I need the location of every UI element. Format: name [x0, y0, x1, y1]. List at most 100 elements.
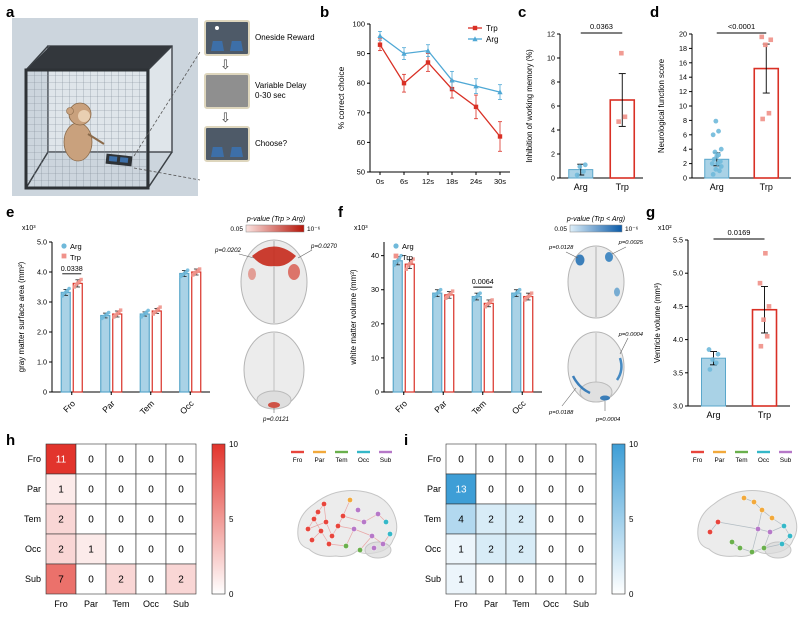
svg-text:4.0: 4.0	[673, 335, 683, 344]
svg-text:Tem: Tem	[138, 398, 156, 416]
pvalue-annotation: p=0.0270	[310, 243, 338, 250]
svg-text:0: 0	[148, 485, 154, 496]
svg-text:Fro: Fro	[61, 398, 77, 414]
brain-maps-gray-matter: p-value (Trp > Arg) 0.05 10⁻⁶ p=0.0202 p…	[214, 216, 338, 423]
screen-icon	[230, 41, 243, 51]
pvalue-colorbar	[569, 224, 623, 233]
svg-text:2: 2	[488, 545, 494, 556]
callout-line-top	[133, 51, 201, 157]
svg-text:30: 30	[371, 285, 379, 294]
cage-top-slab	[26, 46, 172, 70]
svg-text:6s: 6s	[400, 177, 408, 186]
svg-text:24s: 24s	[470, 177, 482, 186]
brain-axial-top-view	[238, 239, 313, 325]
svg-text:0: 0	[375, 388, 379, 397]
svg-text:Fro: Fro	[454, 599, 468, 609]
brain-axial-bottom-view	[243, 331, 305, 413]
svg-text:0: 0	[88, 485, 94, 496]
svg-text:Fro: Fro	[428, 454, 442, 464]
svg-text:3.0: 3.0	[673, 402, 683, 411]
svg-text:Sub: Sub	[380, 457, 392, 464]
svg-text:1.0: 1.0	[37, 358, 47, 367]
svg-text:0: 0	[178, 455, 184, 466]
svg-text:Arg: Arg	[402, 242, 414, 251]
colorbar-min-label: 0.05	[230, 226, 243, 233]
svg-text:6: 6	[551, 102, 555, 111]
reward-dot-icon	[215, 26, 219, 30]
panel-g-label: g	[646, 204, 656, 221]
svg-text:0: 0	[88, 455, 94, 466]
svg-text:4: 4	[551, 126, 555, 135]
svg-text:16: 16	[679, 58, 687, 67]
svg-text:x10³: x10³	[22, 225, 36, 232]
svg-text:4.0: 4.0	[37, 268, 47, 277]
svg-text:0: 0	[578, 455, 584, 466]
svg-text:Trp: Trp	[486, 24, 498, 33]
pvalue-annotation: p=0.0004	[618, 332, 643, 338]
panel-d-label: d	[650, 4, 660, 21]
svg-text:14: 14	[679, 73, 687, 82]
svg-text:Fro: Fro	[393, 398, 409, 414]
svg-text:0: 0	[548, 545, 554, 556]
svg-text:Trp: Trp	[70, 253, 81, 262]
svg-text:2: 2	[58, 545, 64, 556]
monkey-cage-illustration	[12, 18, 201, 196]
pvalue-colorbar	[245, 224, 305, 233]
svg-text:0: 0	[518, 485, 524, 496]
task-step-choose: Choose?	[204, 126, 287, 162]
svg-text:3.5: 3.5	[673, 368, 683, 377]
svg-text:Tem: Tem	[424, 514, 441, 524]
svg-text:Occ: Occ	[25, 544, 42, 554]
svg-text:80: 80	[357, 79, 365, 88]
svg-text:0: 0	[118, 455, 124, 466]
callout-line-bottom	[133, 167, 201, 181]
svg-text:10: 10	[629, 440, 638, 449]
svg-text:2: 2	[178, 575, 184, 586]
svg-text:4: 4	[683, 145, 687, 154]
brain-inferior-view	[561, 331, 629, 411]
pvalue-annotation: p=0.0128	[548, 245, 574, 251]
svg-text:10: 10	[371, 353, 379, 362]
svg-text:2: 2	[518, 545, 524, 556]
svg-text:Par: Par	[427, 484, 441, 494]
svg-text:2: 2	[488, 515, 494, 526]
svg-text:Neurological function score: Neurological function score	[657, 59, 666, 153]
svg-text:18s: 18s	[446, 177, 458, 186]
svg-text:1: 1	[58, 485, 64, 496]
variable-delay-icon	[204, 73, 250, 109]
svg-text:5: 5	[229, 515, 234, 524]
svg-text:0: 0	[548, 515, 554, 526]
svg-text:0: 0	[629, 590, 634, 599]
task-sequence: Oneside Reward ⇩ Variable Delay 0-30 sec…	[204, 20, 316, 162]
svg-text:0: 0	[683, 174, 687, 183]
svg-text:0: 0	[458, 455, 464, 466]
svg-text:x10³: x10³	[354, 225, 368, 232]
svg-text:12s: 12s	[422, 177, 434, 186]
svg-text:10: 10	[229, 440, 238, 449]
svg-text:Occ: Occ	[178, 398, 196, 416]
svg-text:70: 70	[357, 108, 365, 117]
task-step-label-line1: Variable Delay	[255, 81, 307, 91]
svg-text:Par: Par	[715, 457, 726, 464]
svg-text:40: 40	[371, 251, 379, 260]
svg-text:2: 2	[118, 575, 124, 586]
pvalue-colorbar-title: p-value (Trp < Arg)	[566, 216, 625, 223]
svg-text:Arg: Arg	[70, 242, 82, 251]
svg-text:0: 0	[578, 515, 584, 526]
pvalue-annotation: p=0.0188	[548, 410, 574, 416]
svg-text:12: 12	[547, 30, 555, 39]
svg-text:0: 0	[488, 485, 494, 496]
task-step-oneside-reward: Oneside Reward	[204, 20, 315, 56]
pvalue-annotation: p=0.0121	[262, 416, 289, 423]
svg-text:Par: Par	[315, 457, 326, 464]
svg-text:2: 2	[58, 515, 64, 526]
